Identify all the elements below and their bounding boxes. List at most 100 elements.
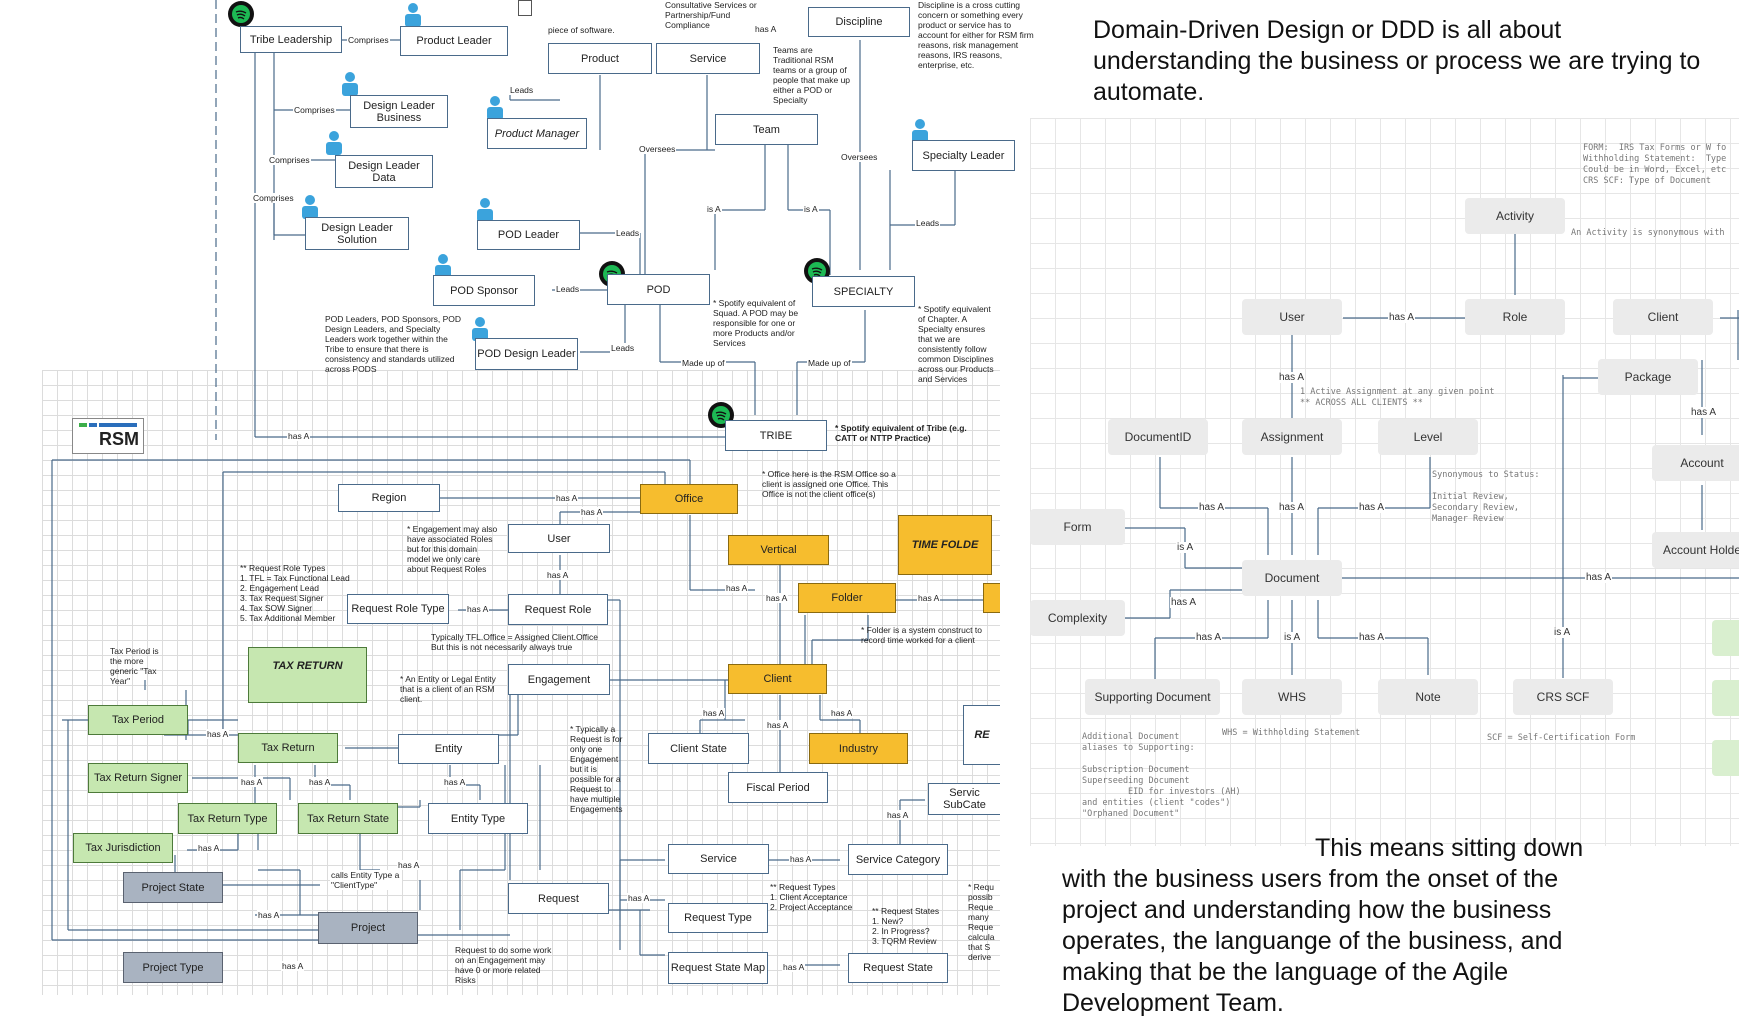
spotify-chapter-note: * Spotify equivalent of Chapter. A Speci… — [918, 304, 994, 384]
request-state-box[interactable]: Request State — [848, 953, 948, 983]
servic-subcate-box[interactable]: Servic SubCate — [928, 783, 1000, 815]
document-icon — [518, 0, 532, 16]
time-folder-box[interactable]: TIME FOLDE — [898, 515, 992, 575]
tax-period-box[interactable]: Tax Period — [88, 705, 188, 735]
document-id-node[interactable]: DocumentID — [1108, 419, 1208, 455]
re-box[interactable]: RE — [963, 705, 1000, 765]
request-state-map-box[interactable]: Request State Map — [668, 952, 768, 984]
spotify-logo-icon — [228, 1, 254, 27]
service-box-bottom[interactable]: Service — [668, 844, 769, 874]
specialty-box[interactable]: SPECIALTY — [812, 276, 915, 307]
person-icon — [403, 2, 423, 28]
supporting-note: Additional Document aliases to Supportin… — [1082, 732, 1241, 819]
has-a-label: has A — [1198, 502, 1226, 513]
engagement-box[interactable]: Engagement — [508, 664, 610, 695]
tax-return-state-box[interactable]: Tax Return State — [298, 803, 398, 834]
tribe-box[interactable]: TRIBE — [725, 420, 827, 451]
calls-entity-type-label: calls Entity Type a "ClientType" — [330, 870, 402, 890]
has-a-label: has A — [765, 593, 789, 603]
pod-sponsor-box[interactable]: POD Sponsor — [433, 275, 535, 306]
product-leader-box[interactable]: Product Leader — [400, 26, 508, 56]
person-icon — [433, 253, 453, 279]
has-a-label: has A — [917, 593, 941, 603]
request-role-box[interactable]: Request Role — [508, 594, 608, 625]
vertical-box[interactable]: Vertical — [728, 535, 829, 565]
pod-leader-box[interactable]: POD Leader — [477, 220, 580, 250]
specialty-leader-box[interactable]: Specialty Leader — [912, 140, 1015, 171]
design-leader-data-box[interactable]: Design Leader Data — [335, 155, 433, 188]
has-a-label: has A — [1388, 312, 1416, 323]
note-node[interactable]: Note — [1378, 679, 1478, 715]
person-icon — [910, 118, 930, 144]
has-a-label: has A — [546, 570, 570, 580]
client-box[interactable]: Client — [728, 664, 827, 694]
pod-box[interactable]: POD — [607, 274, 710, 305]
user-box[interactable]: User — [508, 524, 610, 553]
industry-box[interactable]: Industry — [809, 733, 908, 764]
complexity-node[interactable]: Complexity — [1030, 600, 1125, 636]
folder-box[interactable]: Folder — [798, 583, 896, 613]
request-box[interactable]: Request — [508, 883, 609, 914]
account-holder-node[interactable]: Account Holde — [1652, 532, 1739, 568]
tax-jurisdiction-box[interactable]: Tax Jurisdiction — [73, 833, 173, 863]
tax-return-box[interactable]: Tax Return — [238, 733, 338, 763]
request-states-note: ** Request States 1. New? 2. In Progress… — [872, 906, 940, 946]
discipline-box[interactable]: Discipline — [808, 7, 910, 37]
body-text-line: Development Team. — [1062, 989, 1284, 1017]
spotify-squad-note: * Spotify equivalent of Squad. A POD may… — [713, 298, 799, 348]
has-a-label: has A — [287, 431, 311, 441]
discipline-note: Discipline is a cross cutting concern or… — [918, 0, 1034, 70]
piece-of-software-note: piece of software. — [548, 25, 615, 35]
project-state-box[interactable]: Project State — [123, 872, 223, 903]
tribe-leadership-box[interactable]: Tribe Leadership — [240, 26, 342, 53]
person-icon — [470, 316, 490, 342]
tax-return-title-box: TAX RETURN — [248, 647, 367, 703]
entity-type-box[interactable]: Entity Type — [428, 803, 528, 834]
oversees-label: Oversees — [638, 144, 677, 154]
fiscal-period-box[interactable]: Fiscal Period — [728, 772, 828, 803]
folder-note: * Folder is a system construct to record… — [861, 625, 982, 645]
design-leader-business-box[interactable]: Design Leader Business — [350, 95, 448, 128]
office-box[interactable]: Office — [640, 484, 738, 514]
has-a-label: has A — [1585, 572, 1613, 583]
whs-node[interactable]: WHS — [1242, 679, 1342, 715]
assignment-node[interactable]: Assignment — [1242, 419, 1342, 455]
form-node[interactable]: Form — [1030, 509, 1125, 545]
project-type-box[interactable]: Project Type — [123, 952, 223, 983]
supporting-document-node[interactable]: Supporting Document — [1085, 679, 1220, 715]
service-box[interactable]: Service — [656, 43, 760, 74]
service-category-box[interactable]: Service Category — [848, 844, 948, 875]
tax-return-signer-box[interactable]: Tax Return Signer — [88, 763, 188, 793]
is-a-label: is A — [706, 204, 722, 214]
has-a-label: has A — [1195, 632, 1223, 643]
package-node[interactable]: Package — [1598, 359, 1698, 395]
tax-return-type-box[interactable]: Tax Return Type — [178, 803, 277, 834]
team-box[interactable]: Team — [715, 114, 818, 145]
product-box[interactable]: Product — [548, 43, 652, 74]
tax-period-note: Tax Period is the more generic "Tax Year… — [110, 646, 159, 686]
design-leader-solution-box[interactable]: Design Leader Solution — [305, 217, 409, 250]
project-box[interactable]: Project — [318, 912, 418, 944]
crs-scf-node[interactable]: CRS SCF — [1513, 679, 1613, 715]
has-a-label: has A — [1278, 372, 1306, 383]
has-a-label: has A — [397, 860, 421, 870]
account-node[interactable]: Account — [1652, 445, 1739, 481]
level-node[interactable]: Level — [1378, 419, 1478, 455]
role-node[interactable]: Role — [1465, 299, 1565, 335]
product-manager-box[interactable]: Product Manager — [487, 118, 587, 149]
scf-note: SCF = Self-Certification Form — [1487, 733, 1636, 743]
client-state-box[interactable]: Client State — [648, 733, 749, 764]
activity-node[interactable]: Activity — [1465, 198, 1565, 234]
has-a-label: has A — [1358, 502, 1386, 513]
pod-design-leader-box[interactable]: POD Design Leader — [475, 338, 578, 370]
user-node[interactable]: User — [1242, 299, 1342, 335]
headline-text: Domain-Driven Design or DDD is all about… — [1093, 16, 1701, 106]
entity-box[interactable]: Entity — [398, 734, 499, 764]
person-icon — [300, 194, 320, 220]
client-node[interactable]: Client — [1613, 299, 1713, 335]
request-role-type-box[interactable]: Request Role Type — [347, 594, 449, 624]
request-type-box[interactable]: Request Type — [668, 903, 768, 933]
region-box[interactable]: Region — [338, 484, 440, 512]
document-node[interactable]: Document — [1242, 560, 1342, 596]
green-edge-box — [1712, 620, 1739, 656]
